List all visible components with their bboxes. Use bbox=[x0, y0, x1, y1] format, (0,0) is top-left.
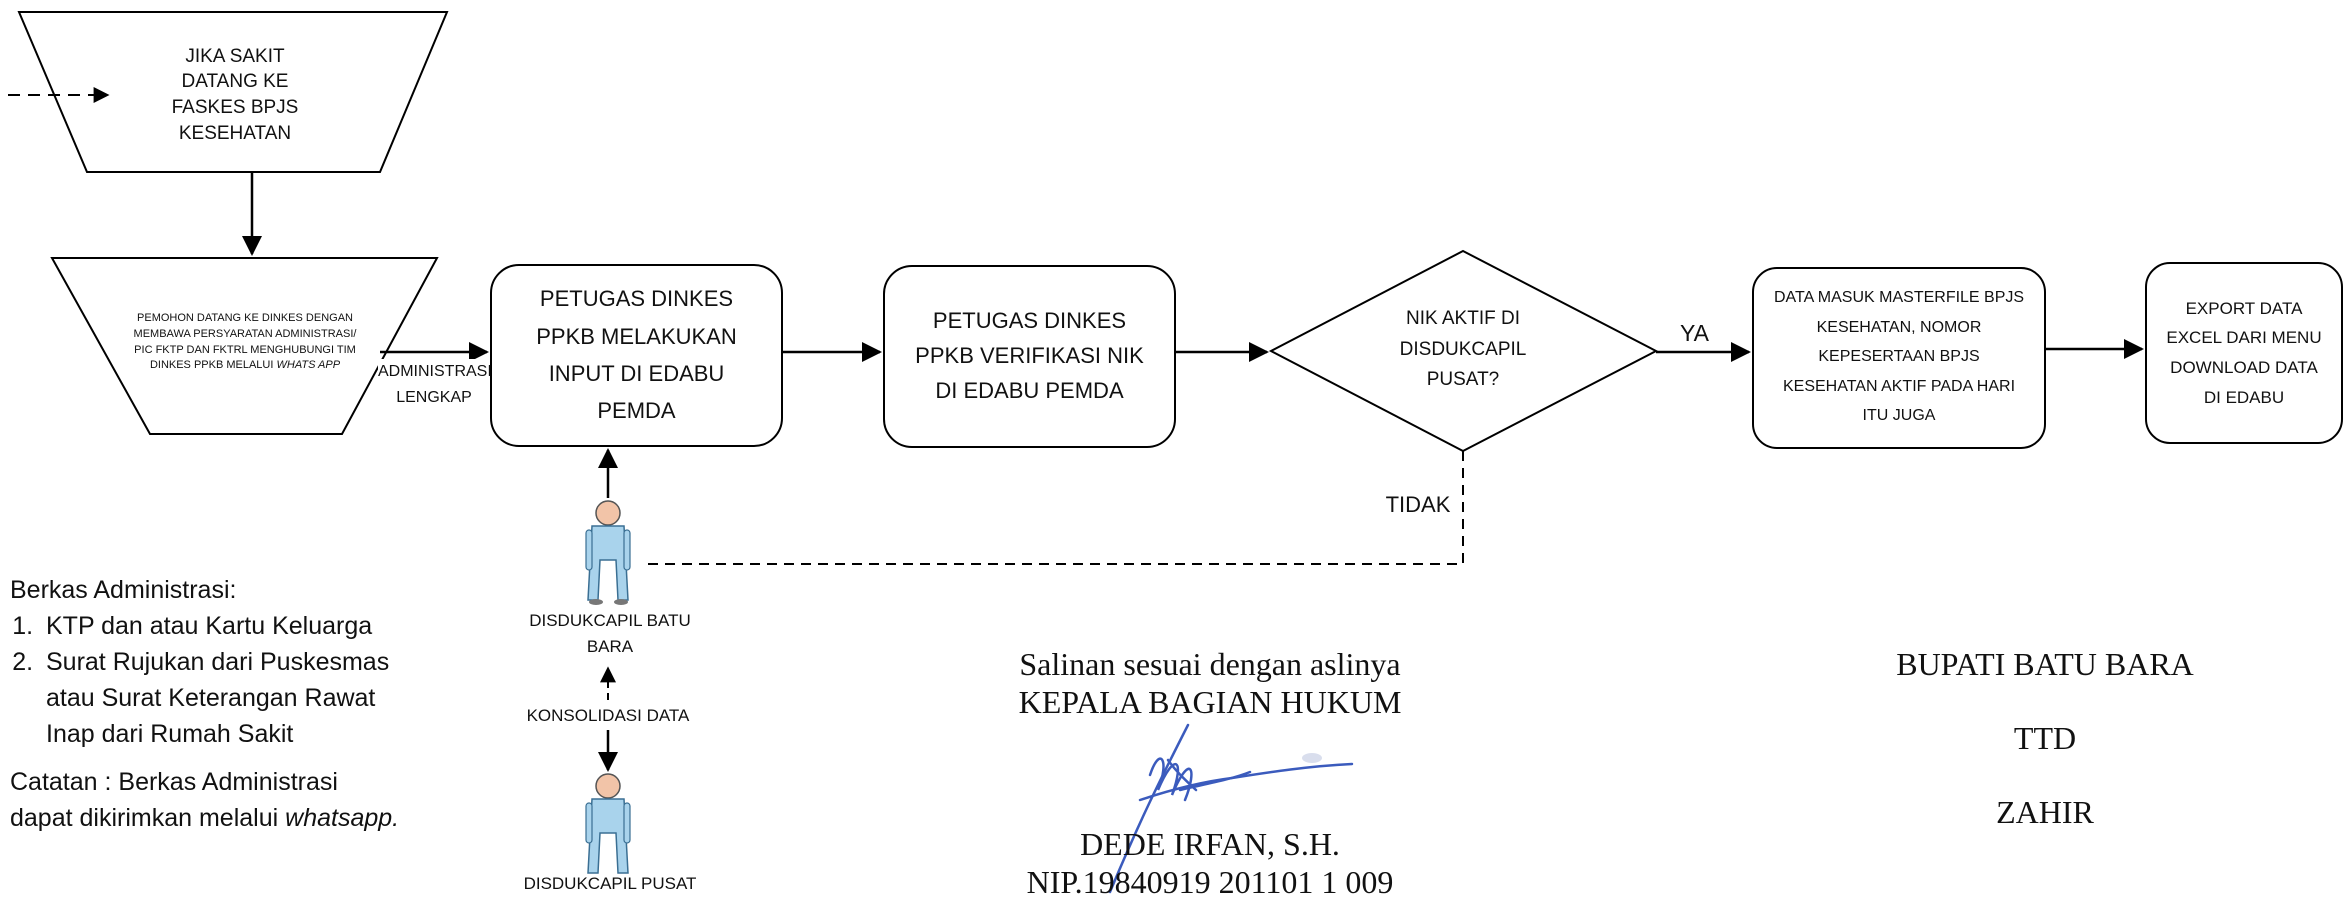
actor-disdukcapil-pusat: DISDUKCAPIL PUSAT bbox=[523, 874, 697, 893]
signer-name: DEDE IRFAN, S.H. bbox=[1080, 826, 1340, 862]
notes-caption: Catatan : Berkas Administrasi dapat diki… bbox=[10, 768, 400, 832]
ink-blot bbox=[1302, 753, 1322, 763]
signature-left: Salinan sesuai dengan aslinya KEPALA BAG… bbox=[930, 645, 1490, 901]
handwritten-signature bbox=[1108, 723, 1354, 894]
applicant-trapezoid bbox=[50, 257, 439, 435]
certified-copy-line: Salinan sesuai dengan aslinya bbox=[1019, 646, 1401, 682]
verify-label: PETUGAS DINKES PPKB VERIFIKASI NIK DI ED… bbox=[915, 307, 1144, 404]
decision-label: NIK AKTIF DI DISDUKCAPIL PUSAT? bbox=[1399, 308, 1527, 391]
decision-no-dashed-line bbox=[648, 451, 1464, 565]
signature-right: BUPATI BATU BARA TTD ZAHIR bbox=[1790, 645, 2300, 831]
ttd-mark: TTD bbox=[2013, 720, 2077, 756]
list-item: KTP dan atau Kartu Keluarga bbox=[40, 608, 400, 644]
admin-complete-label: ADMINISTRASI LENGKAP bbox=[378, 359, 492, 411]
export-box bbox=[2145, 262, 2343, 444]
yes-label: YA bbox=[1680, 320, 1709, 346]
administration-notes: Berkas Administrasi: KTP dan atau Kartu … bbox=[10, 572, 400, 836]
list-item: Surat Rujukan dari Puskesmas atau Surat … bbox=[40, 644, 400, 752]
export-label: EXPORT DATA EXCEL DARI MENU DOWNLOAD DAT… bbox=[2166, 298, 2322, 407]
input-box bbox=[490, 264, 783, 447]
applicant-label: PEMOHON DATANG KE DINKES DENGAN MEMBAWA … bbox=[133, 311, 357, 372]
person-icon bbox=[585, 773, 631, 874]
input-label: PETUGAS DINKES PPKB MELAKUKAN INPUT DI E… bbox=[536, 286, 737, 424]
actor-disdukcapil-batu-bara: DISDUKCAPIL BATU BARA bbox=[529, 611, 691, 657]
consolidation-label: KONSOLIDASI DATA bbox=[518, 705, 698, 728]
verify-box bbox=[883, 265, 1176, 448]
notes-list: KTP dan atau Kartu Keluarga Surat Rujuka… bbox=[10, 608, 400, 752]
masterfile-label: DATA MASUK MASTERFILE BPJS KESEHATAN, NO… bbox=[1773, 289, 2025, 425]
signer-position: KEPALA BAGIAN HUKUM bbox=[1018, 684, 1402, 720]
no-label: TIDAK bbox=[1385, 492, 1451, 517]
entry-trapezoid bbox=[17, 11, 449, 173]
regent-title: BUPATI BATU BARA bbox=[1896, 646, 2194, 682]
masterfile-box bbox=[1752, 267, 2046, 449]
notes-heading: Berkas Administrasi: bbox=[10, 576, 237, 604]
entry-label: JIKA SAKIT DATANG KE FASKES BPJS KESEHAT… bbox=[171, 45, 299, 144]
person-icon bbox=[585, 500, 631, 605]
signer-nip: NIP.19840919 201101 1 009 bbox=[1026, 864, 1394, 900]
regent-name: ZAHIR bbox=[1996, 794, 2094, 830]
